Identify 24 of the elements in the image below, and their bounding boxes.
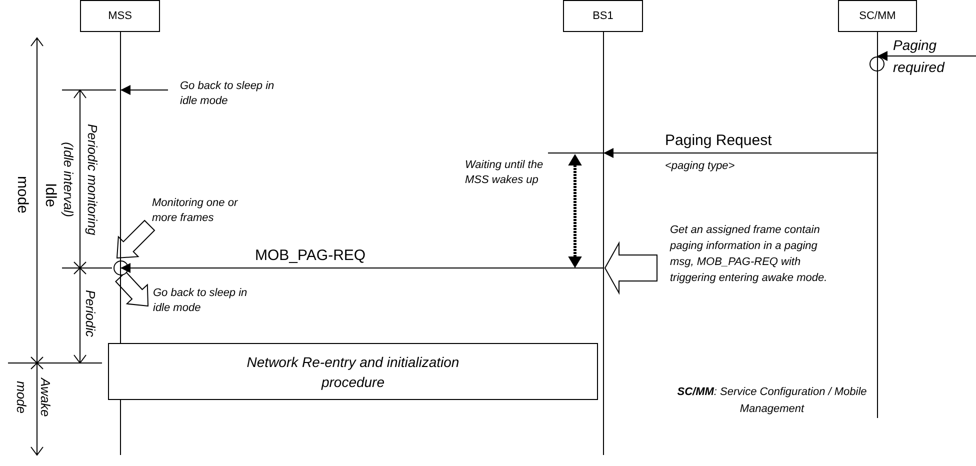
message-arrow xyxy=(877,51,976,61)
lifeline xyxy=(877,32,878,418)
mode-label: Awake mode xyxy=(13,376,54,418)
message-label: MOB_PAG-REQ xyxy=(255,247,367,265)
interval-label: Periodic xyxy=(82,288,98,339)
message-label: Go back to sleep in idle mode xyxy=(180,79,275,109)
message-arrow xyxy=(120,85,168,95)
message-label: Paging Request xyxy=(665,132,773,150)
annotation-text: Go back to sleep in idle mode xyxy=(153,286,248,316)
participant-box: MSS xyxy=(80,0,160,32)
message-arrow xyxy=(603,148,878,158)
annotation-text: Get an assigned frame contain paging information in a paging msg, MOB_PAG-REQ with triggering entering awake mode. xyxy=(670,223,828,286)
annotation-text: Monitoring one or more frames xyxy=(152,196,239,226)
process-box: Network Re-entry and initialization procedure xyxy=(108,343,598,400)
footnote: SC/MM: Service Configuration / Mobile Management xyxy=(676,385,868,417)
message-label: Paging required xyxy=(893,36,946,77)
lifeline xyxy=(603,32,604,455)
message-arrow xyxy=(120,263,604,273)
mode-label: Idle mode xyxy=(13,175,60,216)
participant-box: BS1 xyxy=(563,0,643,32)
message-parameter: <paging type> xyxy=(665,159,736,173)
interval-label: Periodic monitoring (Idle interval) xyxy=(60,122,101,238)
annotation-text: Waiting until the MSS wakes up xyxy=(465,158,544,188)
participant-box: SC/MM xyxy=(838,0,917,32)
